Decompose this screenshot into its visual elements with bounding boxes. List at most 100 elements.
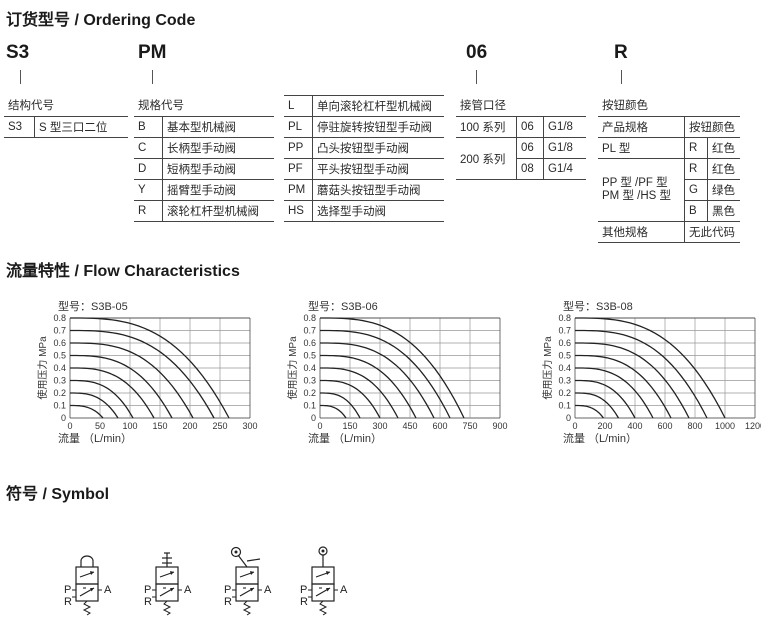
table-cell: PF [284,158,313,180]
x-tick-label: 250 [212,421,227,431]
y-tick-label: 0.4 [558,363,571,373]
y-tick-label: 0.5 [53,351,66,361]
x-tick-label: 0 [67,421,72,431]
spec-title: 规格代号 [138,100,184,112]
x-tick-label: 300 [242,421,257,431]
y-tick-label: 0.3 [303,376,316,386]
table-cell: 选择型手动阀 [312,200,444,222]
table-cell: 06 [516,116,544,138]
y-tick-label: 0.6 [303,338,316,348]
y-tick-label: 0.2 [53,388,66,398]
table-cell: B [134,116,163,138]
chart-title: 型号：S3B-05 [58,299,128,313]
table-cell: L [284,95,313,117]
flow-curve-1 [70,404,104,419]
y-tick-label: 0.6 [558,338,571,348]
port-label-a: A [264,584,272,596]
flow-curve-6 [575,342,690,419]
code-connector [476,70,477,84]
flow-curve-5 [70,354,173,419]
spring-icon [318,600,328,616]
y-tick-label: 0.7 [53,326,66,336]
table-cell: Y [134,179,163,201]
chart-title: 型号：S3B-08 [563,299,633,313]
table-cell: 红色 [707,158,740,180]
flow-curve-4 [70,367,155,419]
button-color-table: 产品规格 按钮颜色 PL 型 R 红色 PP 型 /PF 型 PM 型 /HS … [598,116,740,243]
valve-box [155,566,179,585]
table-cell: 停驻旋转按钮型手动阀 [312,116,444,138]
port-label-r: R [224,596,232,608]
table-cell: 单向滚轮杠杆型机械阀 [312,95,444,117]
flow-curve-1 [575,404,604,419]
y-axis-label: 使用压力 MPa [36,336,49,400]
y-tick-label: 0.8 [53,313,66,323]
port-series: 200 系列 [456,137,517,180]
table-cell: G1/8 [543,116,586,138]
roller-lever-actuator-icon [230,546,262,616]
table-cell: 基本型机械阀 [162,116,274,138]
valve-box [75,566,99,585]
flow-arrow [90,571,94,575]
port-label-p: P [300,584,307,596]
push-button-actuator-icon [72,555,102,616]
table-cell: HS [284,200,313,222]
x-tick-label: 100 [122,421,137,431]
flow-curve-6 [70,342,194,419]
x-tick-label: 600 [657,421,672,431]
table-cell: R [684,158,708,180]
table-cell: S3 [4,116,35,138]
code-connector [621,70,622,84]
table-cell: 其他规格 [598,221,685,243]
port-title: 接管口径 [460,100,506,112]
x-tick-label: 150 [152,421,167,431]
flow-curve-5 [575,354,672,419]
code-r: R [614,42,628,63]
x-tick-label: 1200 [745,421,761,431]
table-cell: G1/8 [543,137,586,159]
y-tick-label: 0 [566,413,571,423]
table-row: 产品规格 按钮颜色 [598,116,740,138]
table-cell: G1/4 [543,158,586,180]
table-cell: PP 型 /PF 型 PM 型 /HS 型 [598,158,685,222]
y-tick-label: 0.1 [558,401,571,411]
port-table: 100 系列 06 G1/8 200 系列 06 G1/8 08 G1/4 [456,116,586,180]
y-tick-label: 0.7 [303,326,316,336]
valve-box [235,566,259,585]
actuator-shape [80,555,94,567]
table-cell: R [134,200,163,222]
table-cell: G [684,179,708,201]
x-tick-label: 0 [572,421,577,431]
table-row: PP 型 /PF 型 PM 型 /HS 型 R 红色 [598,158,740,222]
flow-curve-3 [320,379,381,419]
table-cell: PP [284,137,313,159]
actuator-shape [234,550,238,554]
chart-title: 型号：S3B-06 [308,299,378,313]
y-axis-label: 使用压力 MPa [541,336,554,400]
actuator-shape [321,549,325,553]
y-tick-label: 0.3 [558,376,571,386]
flow-curve-8 [70,317,230,419]
y-tick-label: 0.1 [53,401,66,411]
y-tick-label: 0.6 [53,338,66,348]
actuator-shape [237,554,248,568]
table-row: 100 系列 06 G1/8 [456,116,586,138]
code-06: 06 [466,42,488,63]
flow-curve-8 [320,317,465,419]
flow-curve-2 [575,392,620,419]
spec-line: PP 型 /PF 型 [602,177,668,189]
table-row: 200 系列 06 G1/8 [456,137,586,180]
spring-icon [242,600,252,616]
table-cell: 蘑菇头按钮型手动阀 [312,179,444,201]
actuator-shape [246,558,261,562]
table-cell: 黑色 [707,200,740,222]
